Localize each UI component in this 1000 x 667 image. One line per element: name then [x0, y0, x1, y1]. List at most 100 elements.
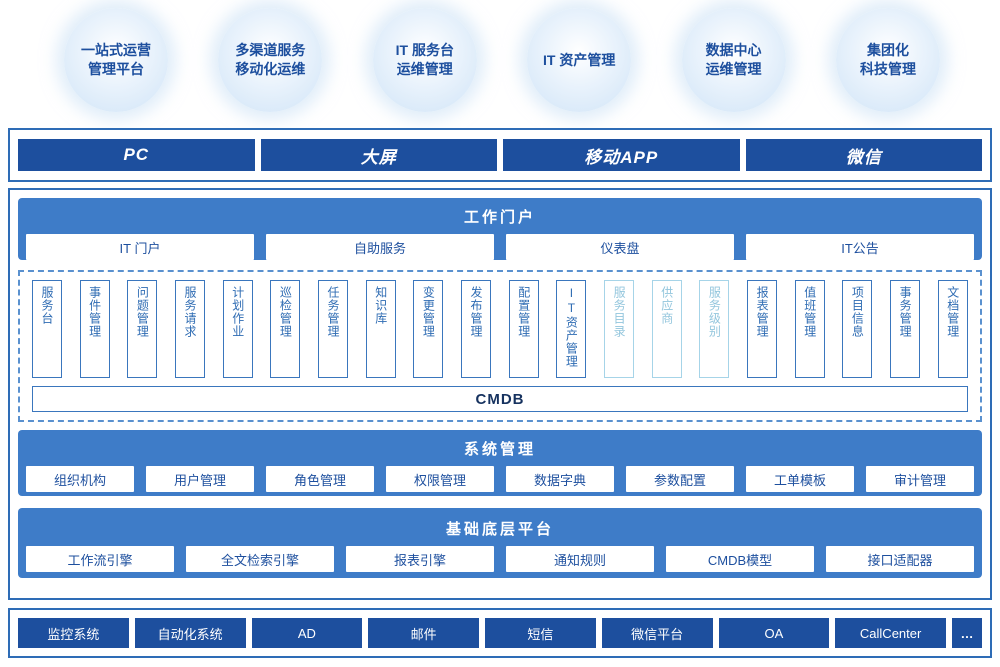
module-label: IT资产管理 [564, 286, 579, 368]
module-label: 服务目录 [612, 286, 627, 338]
badge-it-service-desk: IT 服务台 运维管理 [372, 8, 477, 112]
base-platform-title: 基础底层平台 [445, 521, 554, 538]
main-platform-frame: 工作门户 IT 门户 自助服务 仪表盘 IT公告 服务台 事件管理 问题管理 服… [8, 188, 992, 600]
module-label: 供应商 [659, 286, 674, 325]
system-item-ticket-template: 工单模板 [746, 466, 854, 492]
module-knowledge-base: 知识库 [365, 280, 396, 378]
module-supplier: 供应商 [651, 280, 682, 378]
integration-automation-system: 自动化系统 [134, 618, 246, 648]
channel-bar-wechat: 微信 [745, 139, 982, 171]
integration-more-ellipsis: … [952, 618, 982, 648]
system-item-permission-mgmt: 权限管理 [386, 466, 494, 492]
module-service-desk: 服务台 [32, 280, 62, 378]
module-incident-mgmt: 事件管理 [79, 280, 110, 378]
platform-item-workflow-engine: 工作流引擎 [26, 546, 174, 572]
integration-sms: 短信 [485, 618, 596, 648]
integration-callcenter: CallCenter [835, 618, 946, 648]
system-mgmt-section: 系统管理 组织机构 用户管理 角色管理 权限管理 数据字典 参数配置 工单模板 … [18, 430, 982, 496]
badge-label: 数据中心 [705, 42, 762, 59]
cmdb-bar: CMDB [32, 386, 968, 412]
badge-one-stop-platform: 一站式运营 管理平台 [64, 8, 168, 112]
module-release-mgmt: 发布管理 [461, 280, 492, 378]
badge-label: 管理平台 [88, 61, 144, 77]
portal-item-it-portal: IT 门户 [26, 234, 254, 260]
system-item-parameter-config: 参数配置 [626, 466, 734, 492]
platform-item-cmdb-model: CMDB模型 [666, 546, 814, 572]
module-label: 巡检管理 [278, 286, 293, 338]
module-label: 服务请求 [183, 286, 198, 338]
badge-label: 集团化 [866, 42, 909, 59]
module-label: 服务级别 [707, 286, 722, 338]
module-it-asset-mgmt: IT资产管理 [556, 280, 587, 378]
module-label: 问题管理 [135, 286, 150, 338]
integration-oa: OA [718, 618, 830, 648]
itsm-modules-row: 服务台 事件管理 问题管理 服务请求 计划作业 巡检管理 任务管理 知识库 变更… [32, 280, 968, 378]
channel-bar-mobile-app: 移动APP [503, 139, 740, 171]
module-affairs-mgmt: 事务管理 [890, 280, 921, 378]
capability-badges-row: 一站式运营 管理平台 多渠道服务 移动化运维 IT 服务台 运维管理 IT 资产… [0, 8, 1000, 114]
platform-item-fulltext-search: 全文检索引擎 [186, 546, 334, 572]
system-item-data-dictionary: 数据字典 [506, 466, 614, 492]
module-label: 知识库 [373, 286, 388, 325]
badge-label: 科技管理 [859, 61, 916, 77]
module-label: 配置管理 [516, 286, 531, 338]
module-config-mgmt: 配置管理 [508, 280, 539, 378]
itsm-modules-area: 服务台 事件管理 问题管理 服务请求 计划作业 巡检管理 任务管理 知识库 变更… [18, 270, 982, 422]
channel-bar-bigscreen: 大屏 [260, 139, 497, 171]
system-item-audit-mgmt: 审计管理 [866, 466, 974, 492]
portal-item-self-service: 自助服务 [266, 234, 494, 260]
base-platform-items: 工作流引擎 全文检索引擎 报表引擎 通知规则 CMDB模型 接口适配器 [26, 546, 974, 572]
platform-item-interface-adapter: 接口适配器 [826, 546, 974, 572]
module-label: 变更管理 [421, 286, 436, 338]
module-planned-jobs: 计划作业 [222, 280, 253, 378]
module-change-mgmt: 变更管理 [413, 280, 444, 378]
module-document-mgmt: 文档管理 [937, 280, 968, 378]
channels-frame: PC 大屏 移动APP 微信 [8, 128, 992, 182]
base-platform-section: 基础底层平台 工作流引擎 全文检索引擎 报表引擎 通知规则 CMDB模型 接口适… [18, 508, 982, 578]
module-label: 事件管理 [87, 286, 102, 338]
badge-multichannel-ops: 多渠道服务 移动化运维 [218, 8, 323, 112]
portal-item-it-announcement: IT公告 [746, 234, 974, 260]
integration-monitoring-system: 监控系统 [18, 618, 129, 648]
portal-item-dashboard: 仪表盘 [506, 234, 734, 260]
badge-label: IT 服务台 [395, 42, 454, 59]
module-report-mgmt: 报表管理 [747, 280, 778, 378]
module-label: 项目信息 [850, 286, 865, 338]
badge-label: IT 资产管理 [543, 51, 616, 68]
badge-label: 移动化运维 [235, 61, 306, 77]
badge-label: 多渠道服务 [235, 42, 306, 59]
system-item-organization: 组织机构 [26, 466, 134, 492]
badge-datacenter-ops: 数据中心 运维管理 [681, 8, 786, 112]
module-label: 发布管理 [469, 286, 484, 338]
module-label: 值班管理 [802, 286, 817, 338]
badge-label: 运维管理 [705, 61, 762, 77]
module-task-mgmt: 任务管理 [318, 280, 349, 378]
module-service-level: 服务级别 [699, 280, 730, 378]
badge-it-asset-mgmt: IT 资产管理 [527, 8, 632, 112]
system-item-user-mgmt: 用户管理 [146, 466, 254, 492]
integration-wechat-platform: 微信平台 [601, 618, 713, 648]
badge-label: 一站式运营 [81, 42, 151, 59]
module-problem-mgmt: 问题管理 [127, 280, 158, 378]
work-portal-section: 工作门户 IT 门户 自助服务 仪表盘 IT公告 [18, 198, 982, 260]
module-inspection-mgmt: 巡检管理 [270, 280, 301, 378]
module-label: 服务台 [40, 286, 54, 325]
badge-group-tech-mgmt: 集团化 科技管理 [835, 8, 940, 112]
integration-ad: AD [251, 618, 363, 648]
module-label: 文档管理 [945, 286, 960, 338]
module-label: 报表管理 [755, 286, 770, 338]
platform-item-notification-rules: 通知规则 [506, 546, 654, 572]
work-portal-title: 工作门户 [463, 209, 536, 226]
channel-bar-pc: PC [18, 139, 255, 171]
system-mgmt-title: 系统管理 [463, 441, 536, 458]
integrations-frame: 监控系统 自动化系统 AD 邮件 短信 微信平台 OA CallCenter … [8, 608, 992, 658]
platform-item-report-engine: 报表引擎 [346, 546, 494, 572]
module-project-info: 项目信息 [842, 280, 873, 378]
module-label: 事务管理 [898, 286, 913, 338]
badge-label: 运维管理 [396, 61, 453, 77]
module-duty-mgmt: 值班管理 [794, 280, 825, 378]
module-label: 计划作业 [230, 286, 245, 338]
integration-email: 邮件 [368, 618, 479, 648]
work-portal-items: IT 门户 自助服务 仪表盘 IT公告 [26, 234, 974, 260]
